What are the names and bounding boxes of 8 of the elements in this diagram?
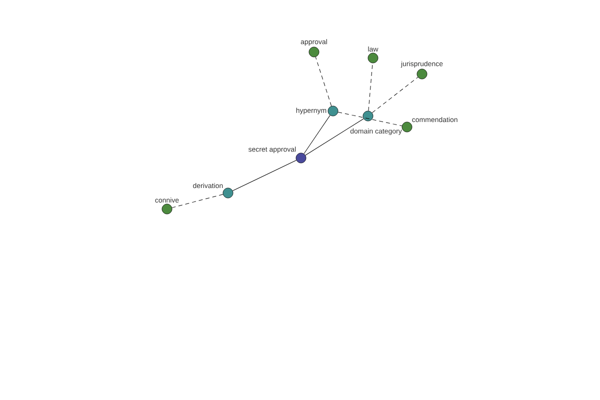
connector [305,118,364,156]
connector [172,194,224,208]
connector [232,160,297,191]
connector [304,115,330,154]
connector [315,56,332,106]
connector [372,76,418,114]
connector [338,112,402,126]
connector [368,62,373,112]
